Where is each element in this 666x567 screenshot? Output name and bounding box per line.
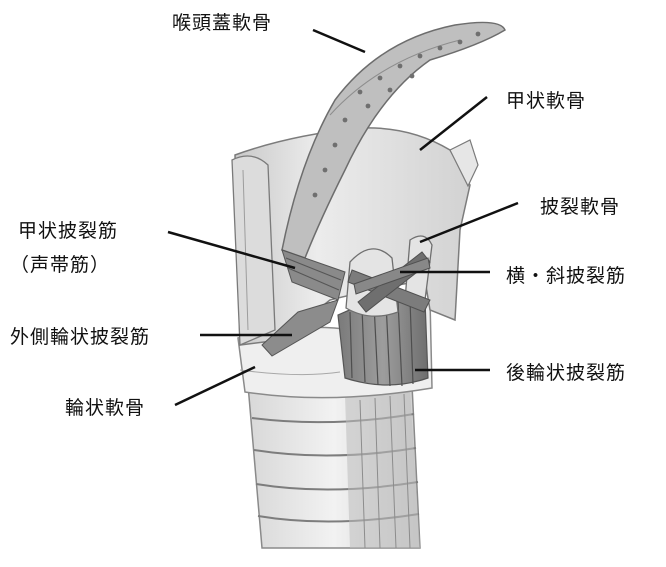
label-vocalis-muscle: （声帯筋）: [10, 250, 110, 277]
trachea: [248, 385, 420, 548]
label-lateral-cricoarytenoid: 外側輪状披裂筋: [10, 322, 150, 349]
label-thyroarytenoid-muscle: 甲状披裂筋: [18, 216, 118, 243]
label-thyroid-cartilage: 甲状軟骨: [506, 86, 586, 113]
label-transverse-oblique-arytenoid: 横・斜披裂筋: [506, 261, 626, 288]
label-arytenoid-cartilage: 披裂軟骨: [540, 192, 620, 219]
label-posterior-cricoarytenoid: 後輪状披裂筋: [506, 358, 626, 385]
label-cricoid-cartilage: 輪状軟骨: [65, 393, 145, 420]
label-epiglottis: 喉頭蓋軟骨: [172, 8, 272, 35]
